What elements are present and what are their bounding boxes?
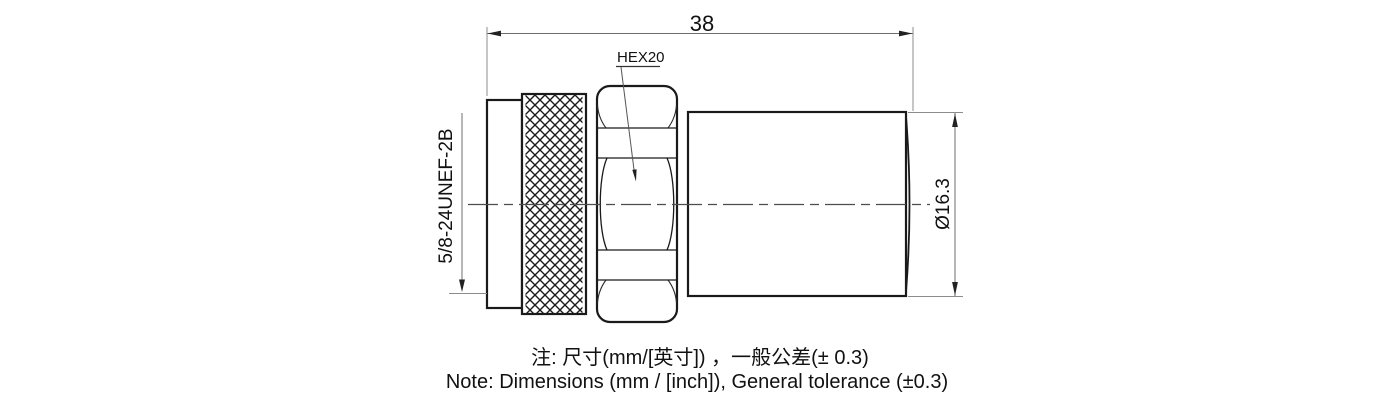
rear-body-rounded-end	[905, 115, 911, 293]
dimension-thread-spec: 5/8-24UNEF-2B	[436, 113, 487, 294]
hex-chamfer-arc-left	[599, 157, 608, 251]
thread-spec-value: 5/8-24UNEF-2B	[436, 128, 457, 263]
connector-side-view	[468, 84, 930, 324]
arrowhead-right	[899, 30, 913, 37]
hex-chamfer-arc	[667, 104, 678, 129]
hex-size-label: HEX20	[617, 49, 665, 66]
note-line-chinese: 注: 尺寸(mm/[英寸]) ，一般公差(± 0.3)	[531, 346, 869, 369]
hex-leader-line	[620, 66, 636, 177]
drawing-notes: 注: 尺寸(mm/[英寸]) ，一般公差(± 0.3) Note: Dimens…	[446, 346, 948, 393]
hex-chamfer-arc	[667, 279, 678, 304]
overall-length-value: 38	[690, 11, 714, 36]
arrowhead-left	[487, 30, 501, 37]
hex-chamfer-arc	[596, 279, 607, 304]
dimension-body-diameter: Ø16.3	[908, 112, 963, 297]
body-diameter-value: Ø16.3	[933, 178, 954, 230]
hex-chamfer-arc	[596, 104, 607, 129]
diameter-arrowhead-down	[952, 282, 958, 296]
thread-arrowhead-down	[459, 279, 465, 292]
hex-size-callout: HEX20	[616, 49, 665, 182]
dimension-overall-length: 38	[486, 11, 914, 111]
diameter-arrowhead-up	[952, 113, 958, 127]
note-line-english: Note: Dimensions (mm / [inch]), General …	[446, 371, 948, 393]
hex-leader-arrowhead	[632, 169, 637, 182]
